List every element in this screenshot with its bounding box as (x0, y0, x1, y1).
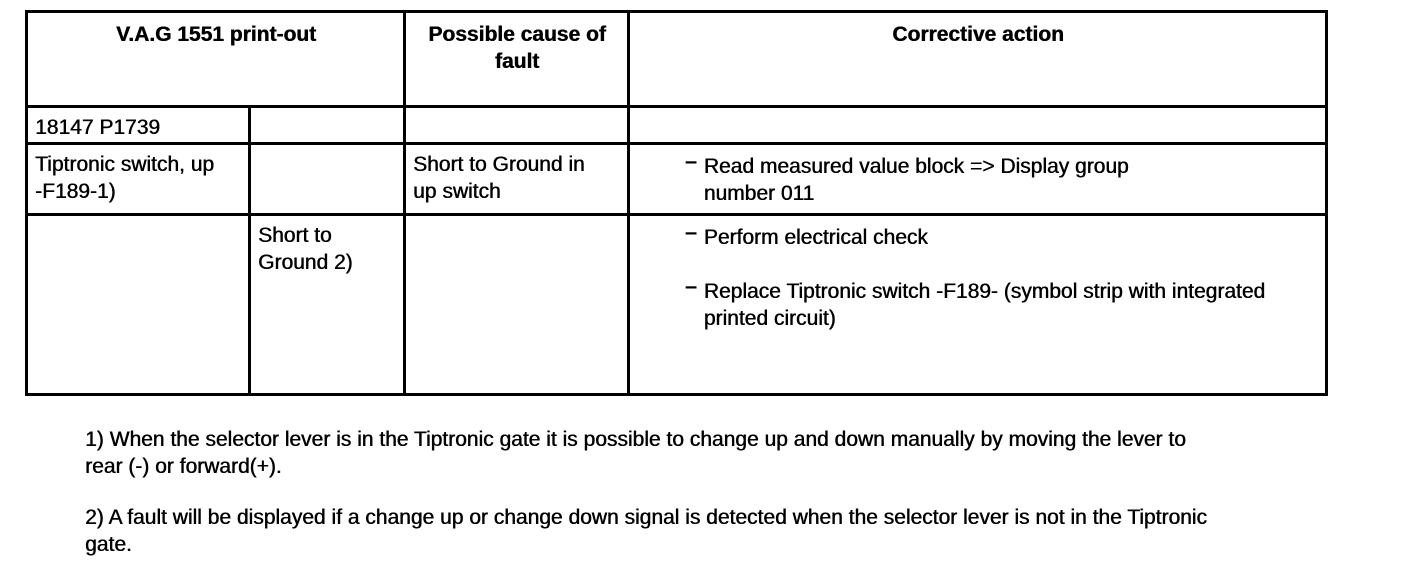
table-row-fault-detail: Tiptronic switch, up -F189-1) Short to G… (25, 142, 1328, 216)
fault-code-text: 18147 P1739 (35, 116, 160, 139)
table-row-second-cause: Short to Ground 2) – Perform electrical … (25, 213, 1328, 396)
action-text: Perform electrical check (703, 226, 928, 249)
cause-line: up switch (413, 180, 501, 203)
cell-cause: Short to Ground in up switch (403, 142, 630, 216)
fault-code-table: V.A.G 1551 print-out Possible cause of f… (25, 10, 1328, 396)
footnote-2: 2) A fault will be displayed if a change… (85, 504, 1207, 558)
cell-second-cause: Short to Ground 2) (248, 213, 406, 396)
footnotes: 1) When the selector lever is in the Tip… (85, 426, 1207, 558)
corrective-action-item: – Read measured value block => Display g… (685, 150, 1319, 207)
cell-corrective-actions: – Read measured value block => Display g… (627, 142, 1328, 216)
dash-bullet-icon: – (685, 150, 697, 173)
footnote-line: 2) A fault will be displayed if a change… (85, 506, 1207, 529)
cell-fault-code: 18147 P1739 (25, 105, 251, 145)
cell-empty (248, 142, 406, 216)
footnote-1: 1) When the selector lever is in the Tip… (85, 426, 1207, 480)
cell-empty (25, 213, 251, 396)
second-cause-line: Short to (258, 224, 332, 247)
fault-name-line: Tiptronic switch, up (35, 153, 214, 176)
cause-line: Short to Ground in (413, 153, 585, 176)
footnote-line: 1) When the selector lever is in the Tip… (85, 428, 1186, 451)
action-text: Read measured value block => Display gro… (703, 155, 1129, 205)
header-corrective-action: Corrective action (627, 10, 1328, 108)
cell-empty (627, 105, 1328, 145)
header-vag-printout: V.A.G 1551 print-out (25, 10, 406, 108)
table-header-row: V.A.G 1551 print-out Possible cause of f… (25, 10, 1328, 108)
cell-empty (248, 105, 406, 145)
table-row-fault-code: 18147 P1739 (25, 105, 1328, 145)
cell-fault-name: Tiptronic switch, up -F189-1) (25, 142, 251, 216)
dash-bullet-icon: – (685, 275, 697, 298)
header-possible-cause: Possible cause of fault (403, 10, 630, 108)
second-cause-line: Ground 2) (258, 251, 353, 274)
cell-corrective-actions: – Perform electrical check – Replace Tip… (627, 213, 1328, 396)
corrective-action-item: – Replace Tiptronic switch -F189- (symbo… (685, 275, 1319, 332)
cell-empty (403, 213, 630, 396)
footnote-line: rear (-) or forward(+). (85, 455, 282, 478)
fault-name-line: -F189-1) (35, 180, 116, 203)
footnote-line: gate. (85, 533, 132, 556)
action-text: Replace Tiptronic switch -F189- (symbol … (703, 280, 1266, 330)
corrective-action-item: – Perform electrical check (685, 221, 1319, 251)
cell-empty (403, 105, 630, 145)
dash-bullet-icon: – (685, 221, 697, 244)
